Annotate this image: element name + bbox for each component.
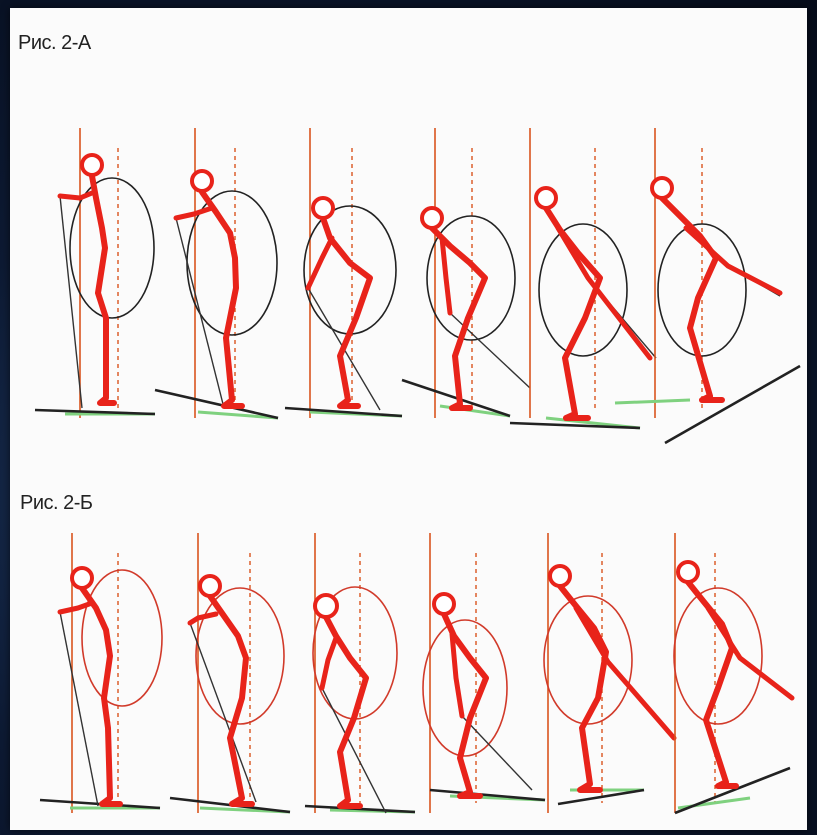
skier-head xyxy=(72,568,92,588)
skier-body xyxy=(202,192,242,406)
skier-arm xyxy=(60,603,92,612)
figure-a-phase-1 xyxy=(35,128,155,418)
figure-a-phase-3 xyxy=(285,128,402,418)
skier-arm xyxy=(442,238,450,313)
ski xyxy=(675,768,790,813)
skier-head xyxy=(652,178,672,198)
skier-arm xyxy=(322,638,336,688)
ski-pole xyxy=(322,688,386,813)
skier-head xyxy=(678,562,698,582)
skier-body xyxy=(662,198,722,400)
ski-pole xyxy=(462,716,532,790)
balance-circle xyxy=(544,596,632,724)
balance-circle xyxy=(674,588,762,724)
skier-head xyxy=(192,171,212,191)
skier-head xyxy=(550,566,570,586)
skier-arm xyxy=(308,238,332,288)
skier-head xyxy=(422,208,442,228)
skier-arm xyxy=(686,228,780,293)
figure-caption-a: Рис. 2-А xyxy=(18,32,91,55)
figure-a-phase-2 xyxy=(155,128,278,418)
figure-caption-b: Рис. 2-Б xyxy=(20,492,93,515)
figure-b-phase-5 xyxy=(544,533,674,813)
figure-b-phase-6 xyxy=(674,533,792,813)
ski-pole xyxy=(176,218,224,408)
skier-head xyxy=(200,576,220,596)
skier-arm xyxy=(176,208,212,218)
slide-frame: Рис. 2-А Рис. 2-Б xyxy=(10,8,807,830)
skier-head xyxy=(313,198,333,218)
balance-circle xyxy=(539,224,627,356)
figure-b-phase-4 xyxy=(423,533,545,813)
skier-arm xyxy=(190,614,216,623)
figure-a-phase-6 xyxy=(615,128,800,443)
skier-head xyxy=(82,155,102,175)
figure-b-phase-3 xyxy=(305,533,415,813)
skier-head xyxy=(434,594,454,614)
figure-b-phase-1 xyxy=(40,533,162,813)
ski-pole xyxy=(450,313,530,388)
ground-mark xyxy=(615,400,690,403)
skier-body xyxy=(92,176,114,403)
balance-circle xyxy=(82,570,162,706)
figure-b-skier-sequence xyxy=(10,528,807,828)
skier-head xyxy=(536,188,556,208)
figure-b-phase-2 xyxy=(170,533,290,813)
figure-a-skier-sequence xyxy=(10,118,807,468)
figure-a-phase-4 xyxy=(402,128,530,418)
figure-a-phase-5 xyxy=(510,128,656,428)
skier-arm xyxy=(60,193,92,198)
ski xyxy=(665,366,800,443)
skier-body xyxy=(432,228,485,408)
ski-pole xyxy=(60,612,98,806)
skier-head xyxy=(315,595,337,617)
